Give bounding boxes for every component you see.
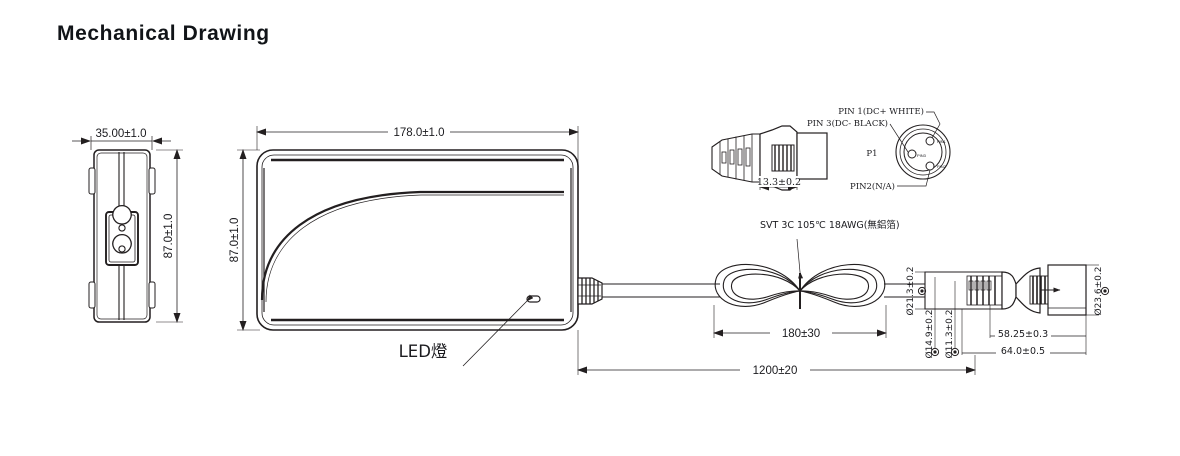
dim-dia-14-9: Ø14.9±0.2: [924, 310, 935, 359]
led-label: LED燈: [399, 342, 448, 361]
dim-cable-total-length: 1200±20: [753, 365, 798, 377]
dim-side-height: 87.0±1.0: [163, 214, 175, 259]
cable-assembly-group: SVT 3C 105℃ 18AWG(無鋁箔) 180±30: [577, 219, 1110, 377]
ac-plug: [924, 264, 1087, 316]
cable-spec-label: SVT 3C 105℃ 18AWG(無鋁箔): [760, 219, 900, 231]
dim-body-length: 178.0±1.0: [393, 127, 444, 139]
page-title: Mechanical Drawing: [57, 22, 270, 45]
dim-dc-plug-length: 13.3±0.2: [757, 177, 801, 188]
c8-socket-icon: [112, 205, 132, 254]
dim-dia-23-6: Ø23.6±0.2: [1093, 267, 1104, 316]
dc-plug-face-view: PIN1 PIN3 PIN2: [895, 124, 951, 180]
dc-strain-relief: [577, 277, 603, 305]
led-indicator: [526, 295, 541, 303]
svg-text:PIN3: PIN3: [917, 153, 927, 158]
dc-plug-detail-group: 13.3±0.2 PIN1 PIN3 PIN2 PIN 1(DC+ WHITE)…: [711, 106, 951, 192]
dim-cable-coil: 180±30: [782, 328, 820, 340]
dim-side-width: 35.00±1.0: [95, 128, 146, 140]
dim-len-58-25: 58.25±0.3: [998, 329, 1048, 340]
side-view-group: 35.00±1.0 87.0±1.0: [72, 128, 183, 323]
pin3-label: PIN 3(DC- BLACK): [807, 118, 888, 129]
connector-ref-label: P1: [866, 149, 877, 159]
dc-plug-boot: [711, 133, 761, 183]
dim-body-height: 87.0±1.0: [229, 218, 241, 263]
pin2-label: PIN2(N/A): [850, 181, 895, 192]
main-body-view-group: 178.0±1.0 87.0±1.0 LED燈: [229, 124, 603, 367]
pin1-label: PIN 1(DC+ WHITE): [838, 106, 924, 117]
cable-coil: [714, 263, 886, 309]
svg-text:PIN2: PIN2: [937, 164, 947, 169]
svg-text:PIN1: PIN1: [937, 139, 947, 144]
dim-dia-11-3: Ø11.3±0.2: [944, 310, 955, 359]
dim-dia-21-3: Ø21.3±0.2: [905, 267, 916, 316]
dim-len-64-0: 64.0±0.5: [1001, 346, 1045, 357]
